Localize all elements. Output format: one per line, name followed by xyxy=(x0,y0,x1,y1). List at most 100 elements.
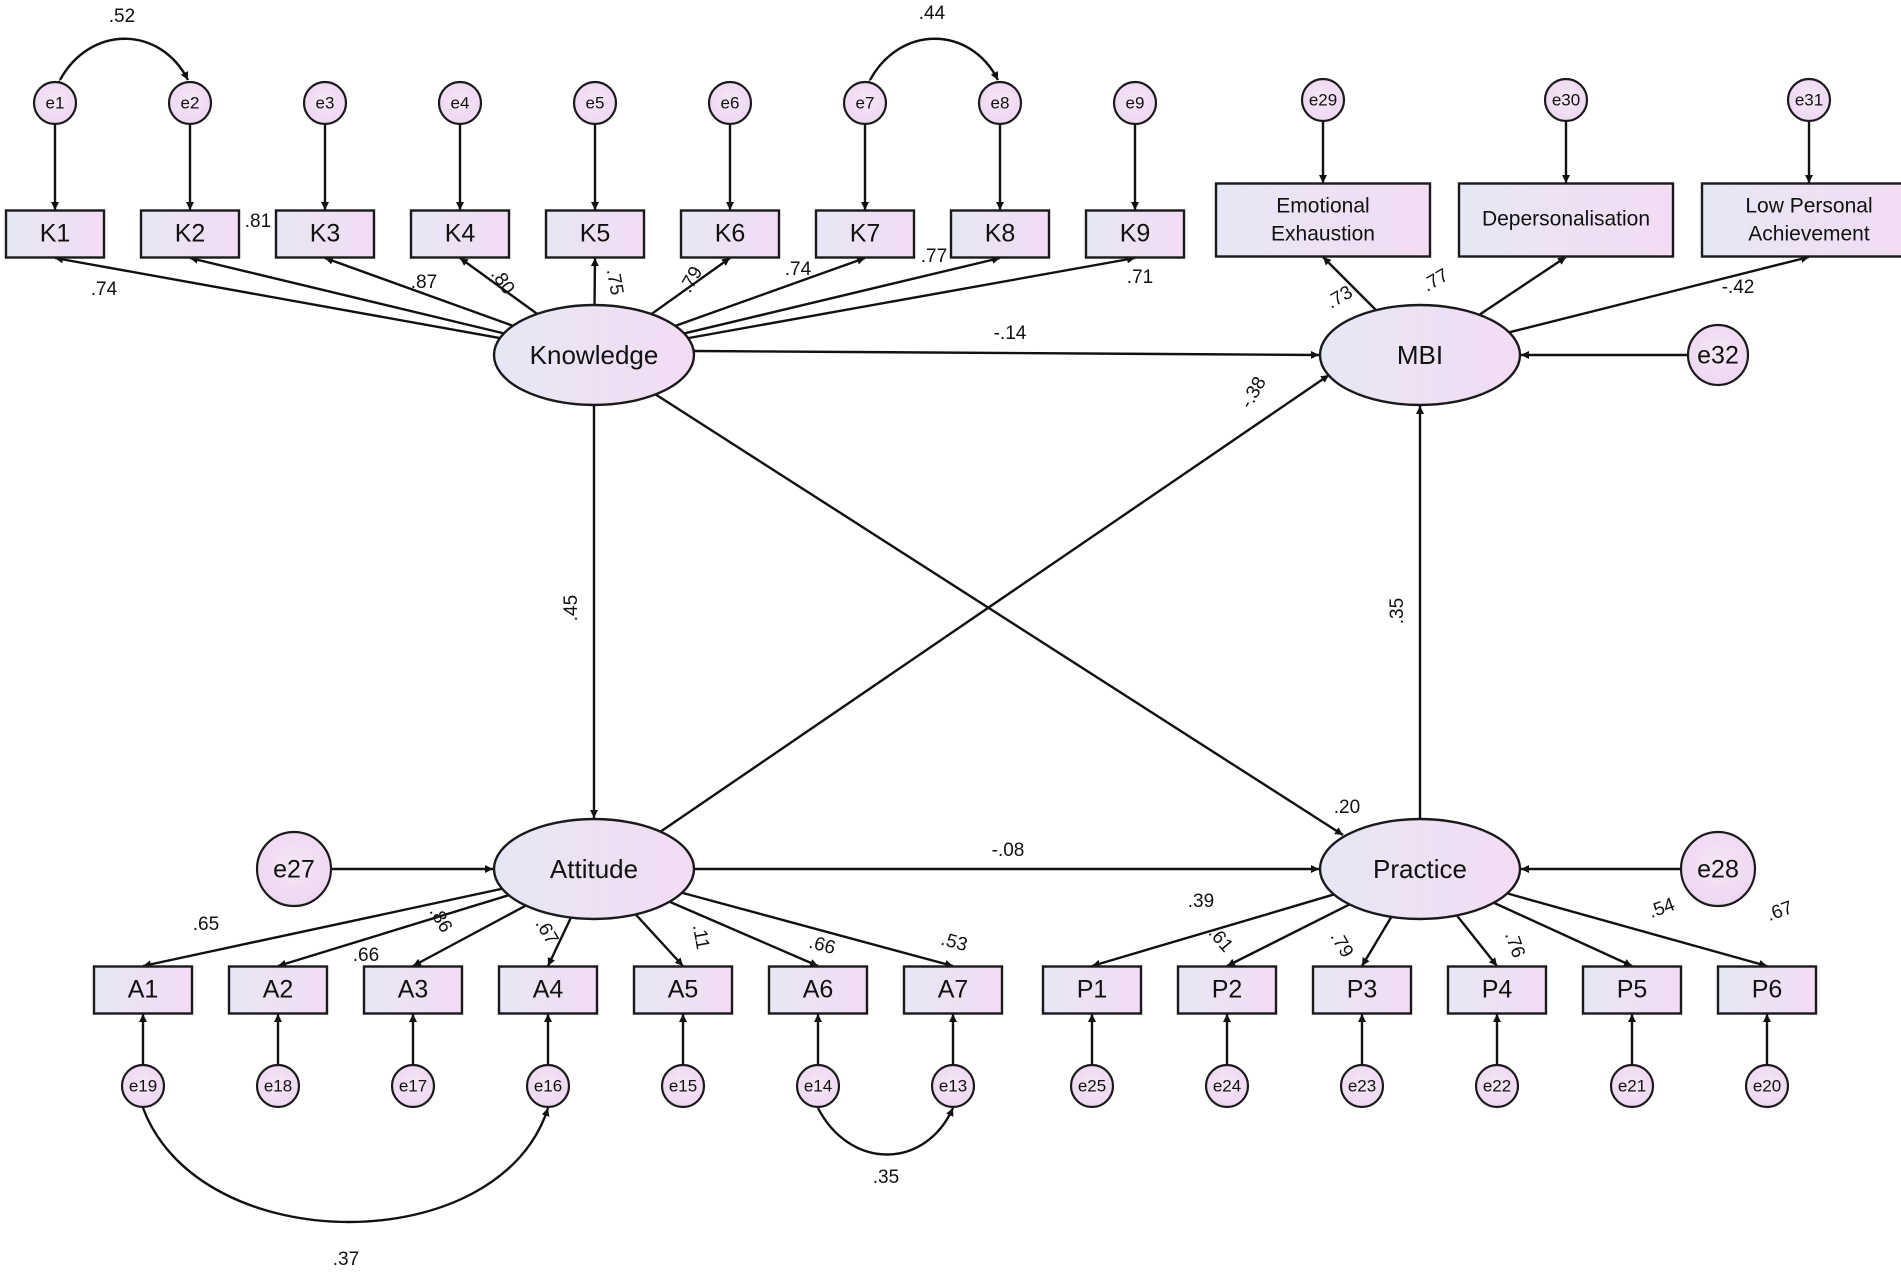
e5-error-circle xyxy=(572,80,618,126)
e15-error-circle xyxy=(660,1063,706,1109)
practice-to-p6-arrow xyxy=(1506,892,1768,968)
k7-indicator-box xyxy=(814,209,916,259)
e6-label: e6 xyxy=(721,93,740,112)
e20-label: e20 xyxy=(1753,1076,1781,1095)
practice-label: Practice xyxy=(1373,854,1467,884)
attitude-to-a4-arrow xyxy=(546,917,573,967)
k5-indicator-box xyxy=(544,209,646,259)
e19-e16-covariance-arc xyxy=(136,1099,550,1224)
a2-indicator-box xyxy=(227,965,329,1015)
p2-indicator-box xyxy=(1176,965,1278,1015)
e14-label: e14 xyxy=(804,1076,832,1095)
a4-indicator-box xyxy=(497,965,599,1015)
mbi-label: MBI xyxy=(1397,340,1443,370)
e7-label: e7 xyxy=(856,93,875,112)
e21-label: e21 xyxy=(1618,1076,1646,1095)
knowledge-k5-loading: .75 xyxy=(602,267,627,297)
attitude-a2-loading: .66 xyxy=(353,945,379,966)
knowledge-to-practice-path xyxy=(654,393,1344,837)
knowledge-practice-coefficient: .20 xyxy=(1334,797,1360,818)
knowledge-to-k6-arrow xyxy=(650,257,731,316)
attitude-to-a1-arrow xyxy=(142,887,503,969)
p6-label: P6 xyxy=(1752,976,1783,1004)
knowledge-k2-loading: .81 xyxy=(245,211,271,232)
depersonalisation-indicator-box xyxy=(1457,182,1675,258)
practice-to-p1-arrow xyxy=(1091,893,1335,968)
e14-error-circle xyxy=(795,1063,841,1109)
e18-error-circle xyxy=(255,1063,301,1109)
practice-p2-loading: .61 xyxy=(1204,923,1237,957)
emotional-exhaustion-indicator-box xyxy=(1214,182,1432,258)
p1-label: P1 xyxy=(1077,976,1108,1004)
e1-label: e1 xyxy=(46,93,65,112)
e8-error-circle xyxy=(977,80,1023,126)
practice-p6-loading: .67 xyxy=(1764,897,1796,926)
e32-error-circle xyxy=(1686,323,1750,387)
knowledge-k7-loading: .74 xyxy=(785,259,812,280)
e25-error-circle xyxy=(1069,1063,1115,1109)
k2-label: K2 xyxy=(175,220,206,248)
k1-indicator-box xyxy=(4,209,106,259)
e20-error-circle xyxy=(1744,1063,1790,1109)
e19-error-circle xyxy=(120,1063,166,1109)
e21-error-circle xyxy=(1609,1063,1655,1109)
mbi-to-emotional-exhaustion-arrow xyxy=(1322,256,1377,311)
p4-indicator-box xyxy=(1446,965,1548,1015)
e30-label: e30 xyxy=(1552,90,1580,109)
e7-error-circle xyxy=(842,80,888,126)
e4-error-circle xyxy=(437,80,483,126)
practice-to-p4-arrow xyxy=(1455,914,1498,967)
e4-label: e4 xyxy=(451,93,470,112)
a3-label: A3 xyxy=(398,976,429,1004)
e17-error-circle xyxy=(390,1063,436,1109)
attitude-to-a6-arrow xyxy=(669,900,819,968)
e32-label: e32 xyxy=(1697,342,1739,370)
e28-error-circle xyxy=(1679,830,1757,908)
a6-indicator-box xyxy=(767,965,869,1015)
e1-e2-covariance-arc xyxy=(52,37,190,89)
k1-label: K1 xyxy=(40,220,71,248)
knowledge-label: Knowledge xyxy=(530,340,659,370)
attitude-to-a3-arrow xyxy=(412,904,527,968)
e23-error-circle xyxy=(1339,1063,1385,1109)
attitude-a3-loading: .86 xyxy=(425,903,456,936)
attitude-latent-ellipse xyxy=(492,817,696,921)
p5-label: P5 xyxy=(1617,976,1648,1004)
e9-error-circle xyxy=(1112,80,1158,126)
e8-label: e8 xyxy=(991,93,1010,112)
knowledge-k4-loading: .80 xyxy=(486,265,518,299)
a5-indicator-box xyxy=(632,965,734,1015)
p3-indicator-box xyxy=(1311,965,1413,1015)
attitude-to-a2-arrow xyxy=(277,894,510,968)
knowledge-to-k2-arrow xyxy=(189,255,505,335)
attitude-a7-loading: .53 xyxy=(939,929,970,956)
p1-indicator-box xyxy=(1041,965,1143,1015)
e16-label: e16 xyxy=(534,1076,562,1095)
k2-indicator-box xyxy=(139,209,241,259)
k8-label: K8 xyxy=(985,220,1016,248)
knowledge-latent-ellipse xyxy=(492,303,696,407)
knowledge-k9-loading: .71 xyxy=(1127,267,1153,288)
e6-error-circle xyxy=(707,80,753,126)
k8-indicator-box xyxy=(949,209,1051,259)
e29-error-circle xyxy=(1300,77,1346,123)
e16-error-circle xyxy=(525,1063,571,1109)
e22-error-circle xyxy=(1474,1063,1520,1109)
low-personal-achievement-indicator-box xyxy=(1700,182,1901,258)
attitude-to-a5-arrow xyxy=(634,913,684,967)
attitude-a1-loading: .65 xyxy=(193,914,219,935)
practice-to-p2-arrow xyxy=(1226,903,1351,968)
e31-error-circle xyxy=(1786,77,1832,123)
k3-indicator-box xyxy=(274,209,376,259)
e9-label: e9 xyxy=(1126,93,1145,112)
k6-indicator-box xyxy=(679,209,781,259)
p6-indicator-box xyxy=(1716,965,1818,1015)
practice-to-p5-arrow xyxy=(1493,901,1633,968)
mbi-latent-ellipse xyxy=(1318,303,1522,407)
k3-label: K3 xyxy=(310,220,341,248)
p4-label: P4 xyxy=(1482,976,1513,1004)
mbi-to-depersonalisation-arrow xyxy=(1478,256,1567,316)
practice-p3-loading: .79 xyxy=(1326,928,1357,961)
attitude-to-mbi-path xyxy=(659,374,1330,833)
